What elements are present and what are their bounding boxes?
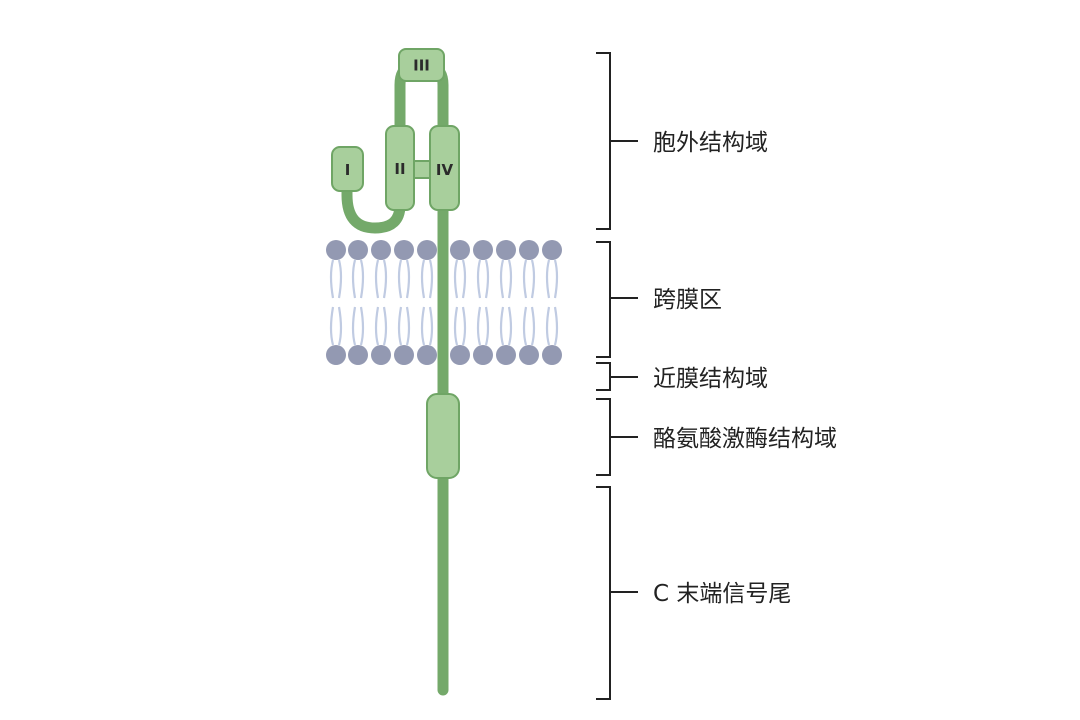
lipid-head — [417, 240, 437, 260]
lipid-head — [450, 240, 470, 260]
lipid-tail — [329, 306, 343, 346]
label-juxtamembrane-domain: 近膜结构域 — [653, 366, 768, 392]
lipid-tail — [397, 259, 411, 299]
lipid-tail — [499, 306, 513, 346]
label-kinase-domain: 酪氨酸激酶结构域 — [653, 426, 837, 452]
lipid-head — [394, 240, 414, 260]
lipid-head — [326, 345, 346, 365]
lipid-tail — [453, 306, 467, 346]
bracket-transmembrane — [596, 241, 638, 358]
lipid-bilayer — [326, 240, 562, 365]
domain-II-label: II — [394, 160, 405, 178]
label-extracellular-domain: 胞外结构域 — [653, 130, 768, 156]
lipid-tail — [453, 259, 467, 299]
lipid-tail — [522, 259, 536, 299]
lipid-head — [473, 240, 493, 260]
domain-III: III — [398, 48, 445, 82]
lipid-head — [417, 345, 437, 365]
domain-I-label: I — [345, 161, 351, 179]
label-transmembrane-region: 跨膜区 — [653, 287, 722, 313]
bracket-extracellular — [596, 52, 638, 230]
lipid-head — [542, 345, 562, 365]
lipid-head — [496, 345, 516, 365]
lipid-head — [496, 240, 516, 260]
lipid-tail — [476, 259, 490, 299]
lipid-tail — [545, 306, 559, 346]
lipid-tail — [545, 259, 559, 299]
domain-IV-label: IV — [436, 161, 454, 179]
lipid-tail — [397, 306, 411, 346]
domain-I: I — [331, 146, 364, 192]
lipid-tail — [351, 306, 365, 346]
lipid-head — [348, 240, 368, 260]
lipid-tail — [420, 306, 434, 346]
lipid-tail — [420, 259, 434, 299]
lipid-head — [348, 345, 368, 365]
bracket-juxtamembrane — [596, 362, 638, 391]
lipid-head — [473, 345, 493, 365]
lipid-head — [371, 345, 391, 365]
domain-II: II — [385, 125, 415, 211]
lipid-head — [542, 240, 562, 260]
lipid-head — [326, 240, 346, 260]
lipid-tail — [374, 306, 388, 346]
lipid-head — [394, 345, 414, 365]
lipid-head — [450, 345, 470, 365]
lipid-head — [519, 345, 539, 365]
lipid-tail — [476, 306, 490, 346]
lipid-tail — [499, 259, 513, 299]
label-c-terminal-tail: C 末端信号尾 — [653, 581, 791, 607]
lipid-tail — [329, 259, 343, 299]
lipid-head — [519, 240, 539, 260]
domain-I-linker — [341, 164, 406, 234]
domain-III-label: III — [413, 57, 430, 75]
lipid-tail — [351, 259, 365, 299]
lipid-tail — [374, 259, 388, 299]
bracket-c-tail — [596, 486, 638, 700]
lipid-tail — [522, 306, 536, 346]
bracket-kinase — [596, 398, 638, 476]
domain-IV: IV — [429, 125, 460, 211]
kinase-domain-box — [426, 393, 460, 479]
lipid-head — [371, 240, 391, 260]
